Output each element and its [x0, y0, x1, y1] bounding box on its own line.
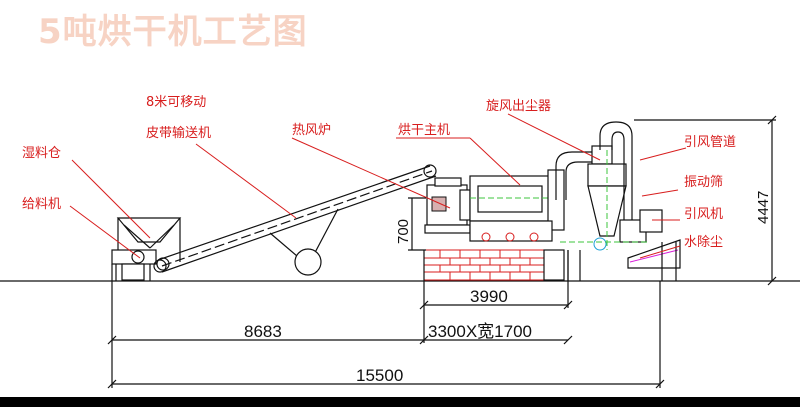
- dim-700: 700: [395, 219, 412, 244]
- dim-4447: 4447: [755, 191, 772, 224]
- dim-15500: 15500: [356, 366, 403, 385]
- bottom-bar: [0, 397, 800, 407]
- label-vibrating-screen: 振动筛: [684, 175, 723, 190]
- label-hot-air-furnace: 热风炉: [292, 123, 331, 138]
- label-duct: 引风管道: [684, 135, 736, 150]
- dryer-main: [469, 169, 565, 242]
- wet-bin-feeder: [111, 217, 182, 281]
- dimension-lines: [107, 115, 777, 389]
- dim-3990: 3990: [470, 287, 508, 306]
- hot-air-furnace: [424, 177, 471, 234]
- label-water-dust: 水除尘: [684, 235, 723, 250]
- leader-lines: [69, 113, 687, 259]
- label-dryer-main: 烘干主机: [398, 123, 450, 138]
- label-fan: 引风机: [684, 207, 723, 222]
- diagram-title: 5吨烘干机工艺图: [38, 12, 308, 52]
- label-wet-bin: 湿料仓: [22, 146, 61, 161]
- label-cyclone: 旋风出尘器: [486, 99, 551, 114]
- belt-conveyor: [153, 164, 437, 276]
- dim-3300: 3300X宽1700: [428, 322, 532, 341]
- label-conveyor-line2: 皮带输送机: [146, 125, 211, 141]
- dim-8683: 8683: [244, 322, 282, 341]
- brick-foundation: [423, 249, 565, 281]
- cyclone-duct: [555, 121, 681, 281]
- label-conveyor-line1: 8米可移动: [146, 95, 206, 110]
- label-feeder: 给料机: [22, 197, 61, 212]
